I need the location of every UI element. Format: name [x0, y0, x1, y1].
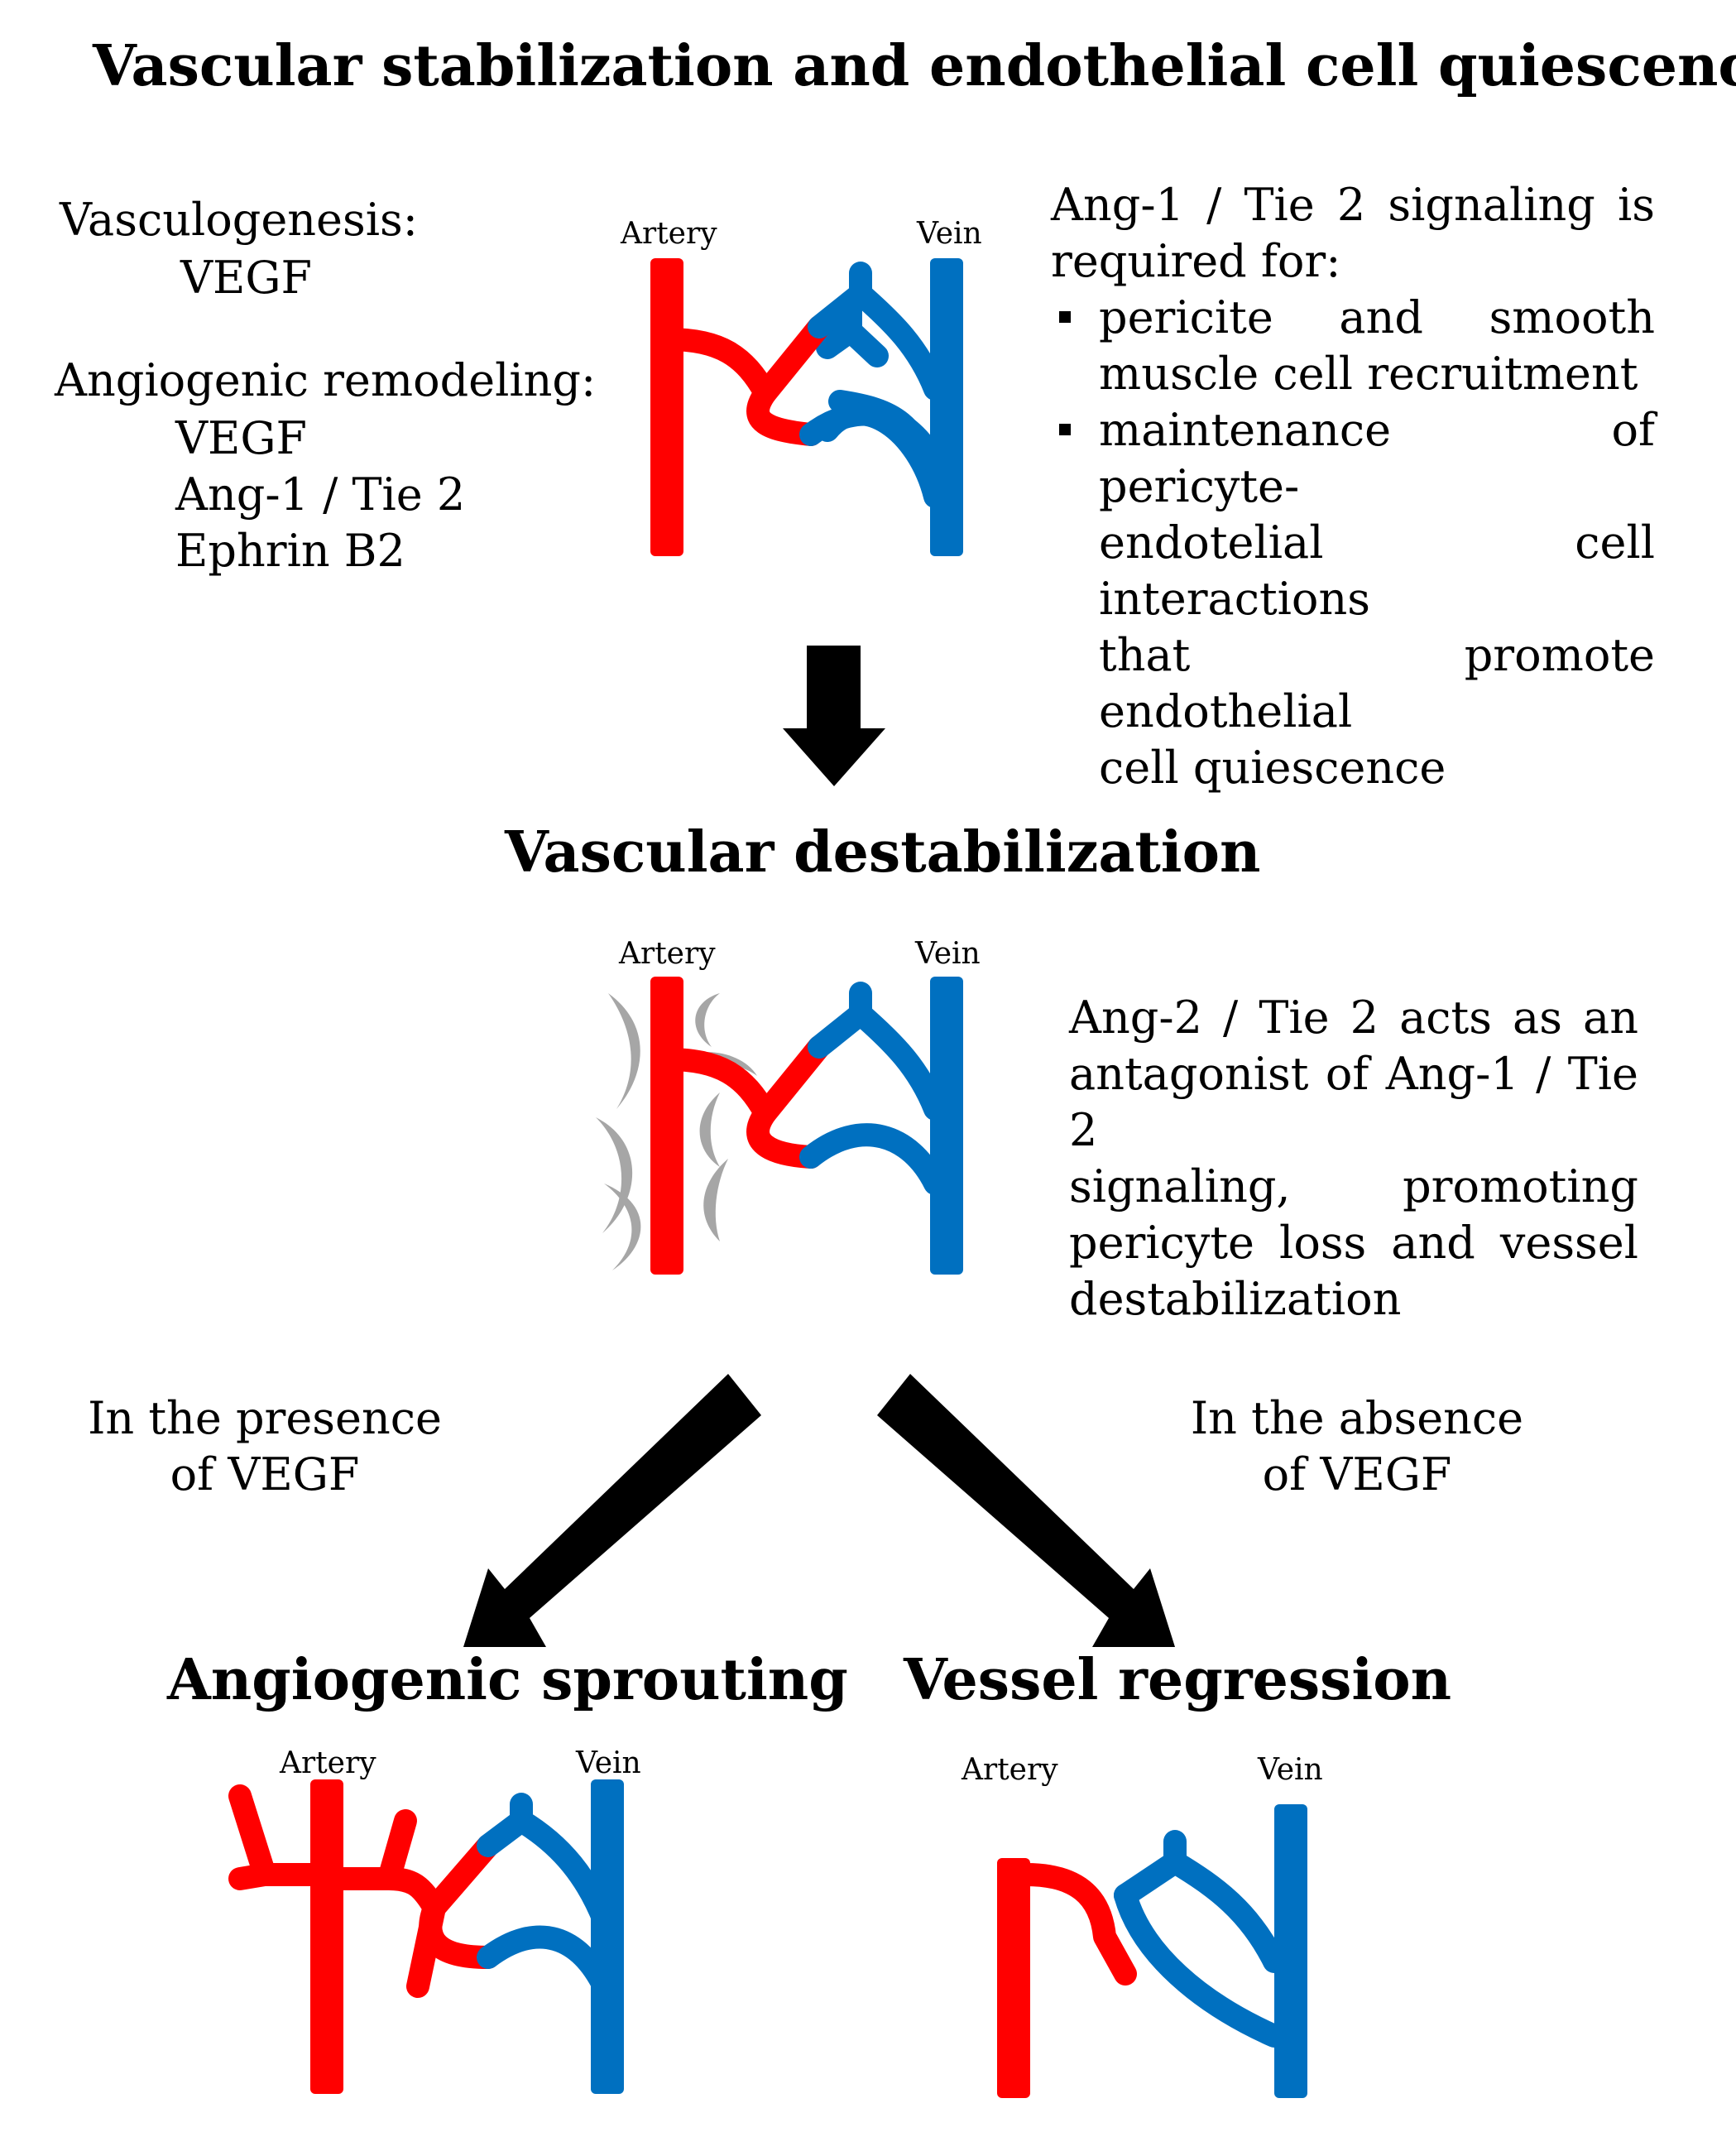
vein-branch-up	[808, 262, 947, 401]
vein-branch-low	[799, 402, 947, 475]
pericyte	[699, 1092, 720, 1167]
vein-label: Vein	[917, 217, 982, 251]
arrow-right	[877, 1374, 1175, 1647]
artery-branch	[1014, 1863, 1137, 1986]
artery	[650, 977, 683, 1275]
vein-branch-up	[808, 982, 947, 1121]
section-title-sprouting: Angiogenic sprouting	[167, 1647, 848, 1713]
bullet-item: maintenance of pericyte- endotelial cell…	[1051, 402, 1655, 796]
branch-right-line: In the absence	[1190, 1392, 1524, 1444]
vein-label: Vein	[576, 1746, 641, 1780]
remodeling-item: Ephrin B2	[175, 525, 405, 577]
artery-label: Artery	[962, 1753, 1058, 1787]
section-title-regression: Vessel regression	[904, 1647, 1452, 1713]
branch-left-line: of VEGF	[170, 1448, 360, 1501]
ang2-description: Ang-2 / Tie 2 acts as an antagonist of A…	[1069, 990, 1638, 1328]
ang1-line: Ang-1 / Tie 2 signaling is	[1051, 179, 1655, 231]
ang2-line: signaling, promoting	[1069, 1160, 1638, 1212]
artery	[650, 258, 683, 556]
artery-loop	[746, 382, 822, 446]
pericytes	[596, 993, 757, 1270]
pericyte	[604, 1184, 641, 1270]
artery-label: Artery	[621, 217, 717, 251]
bullet-item: pericite and smooth muscle cell recruitm…	[1051, 290, 1655, 402]
ang2-line: destabilization	[1069, 1273, 1402, 1325]
artery	[310, 1779, 343, 2094]
ang2-line: antagonist of Ang-1 / Tie 2	[1069, 1048, 1638, 1156]
pericyte	[703, 1159, 728, 1241]
vein	[930, 258, 963, 556]
artery-label: Artery	[280, 1746, 376, 1780]
vein	[930, 977, 963, 1275]
bullet-line: cell quiescence	[1099, 742, 1446, 794]
branch-left-line: In the presence	[88, 1392, 442, 1444]
vein-branch-up	[1114, 1830, 1286, 1973]
bullet-marker	[1059, 311, 1071, 323]
arrow-left	[463, 1374, 761, 1647]
ang1-description: Ang-1 / Tie 2 signaling is required for:…	[1051, 177, 1655, 796]
bullet-line: that promote endothelial	[1099, 629, 1655, 737]
vein-branch-low	[799, 1123, 947, 1195]
ang1-bullets: pericite and smooth muscle cell recruitm…	[1051, 290, 1655, 796]
remodeling-item: VEGF	[175, 412, 308, 464]
pericyte	[608, 993, 640, 1109]
bullet-line: maintenance of pericyte-	[1099, 404, 1655, 512]
bullet-marker	[1059, 424, 1071, 435]
ang1-line: required for:	[1051, 235, 1341, 287]
sprout	[228, 1863, 276, 1890]
vein-loop	[1114, 1884, 1286, 2048]
artery	[997, 1858, 1030, 2098]
pericyte	[596, 1117, 633, 1233]
vein	[1274, 1804, 1307, 2098]
artery-label: Artery	[619, 937, 716, 971]
branch-right-label: In the absence of VEGF	[1175, 1390, 1539, 1503]
remodeling-item: Ang-1 / Tie 2	[175, 468, 466, 521]
branch-right-line: of VEGF	[1262, 1448, 1452, 1501]
vein-label: Vein	[915, 937, 981, 971]
ang2-line: Ang-2 / Tie 2 acts as an	[1069, 992, 1638, 1044]
bullet-line: pericite and smooth	[1099, 291, 1655, 343]
bullet-line: muscle cell recruitment	[1099, 348, 1638, 400]
branch-left-label: In the presence of VEGF	[83, 1390, 447, 1503]
vasculogenesis-label: Vasculogenesis:	[60, 194, 418, 246]
vein	[591, 1779, 624, 2094]
page-title: Vascular stabilization and endothelial c…	[93, 33, 1736, 99]
vein-label: Vein	[1258, 1753, 1323, 1787]
artery-loop	[419, 1896, 500, 1969]
remodeling-label: Angiogenic remodeling:	[55, 354, 597, 406]
section-title-destabilization: Vascular destabilization	[505, 819, 1261, 886]
vasculogenesis-item: VEGF	[180, 252, 313, 304]
pericyte	[695, 993, 720, 1047]
artery-loop	[746, 1102, 822, 1169]
bullet-line: endotelial cell interactions	[1099, 516, 1655, 625]
ang2-line: pericyte loss and vessel	[1069, 1217, 1638, 1269]
